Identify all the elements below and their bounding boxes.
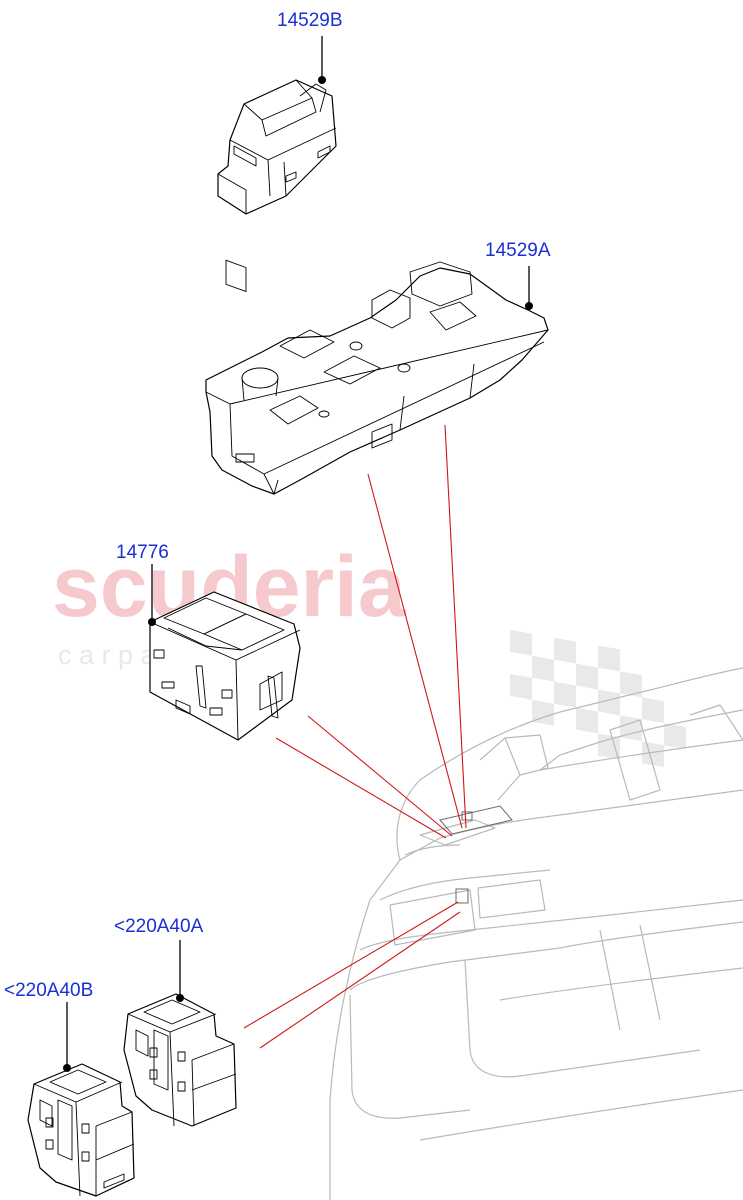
door-trim-panel bbox=[329, 667, 743, 1200]
leader-220A40A bbox=[176, 940, 184, 1002]
leader-14529A bbox=[525, 266, 533, 310]
part-14529A-window-switch-pack[interactable] bbox=[205, 261, 549, 495]
callout-line-14529A-b bbox=[367, 473, 463, 829]
part-14776-switch[interactable] bbox=[149, 591, 301, 741]
checkered-flag-icon bbox=[510, 629, 686, 768]
leader-14529B bbox=[318, 36, 326, 84]
callout-line-220A40-b bbox=[259, 911, 461, 1049]
callout-line-220A40-a bbox=[243, 901, 459, 1029]
callout-line-14529A-a bbox=[444, 424, 467, 829]
part-14529B-switch[interactable] bbox=[217, 79, 337, 293]
callout-line-14776-b bbox=[275, 737, 447, 839]
label-14776[interactable]: 14776 bbox=[116, 542, 169, 563]
watermark: scuderia c a r p a r t s bbox=[52, 539, 686, 768]
part-220A40A-switch[interactable] bbox=[123, 993, 237, 1127]
callout-lines bbox=[243, 424, 467, 1049]
label-14529B[interactable]: 14529B bbox=[277, 10, 343, 31]
label-220A40B[interactable]: <220A40B bbox=[4, 980, 93, 1001]
part-220A40B-switch[interactable] bbox=[27, 1063, 135, 1197]
label-220A40A[interactable]: <220A40A bbox=[114, 916, 204, 937]
leader-220A40B bbox=[63, 1002, 71, 1072]
callout-line-14776-a bbox=[307, 715, 453, 837]
leader-14776 bbox=[148, 564, 156, 626]
label-14529A[interactable]: 14529A bbox=[485, 240, 551, 261]
